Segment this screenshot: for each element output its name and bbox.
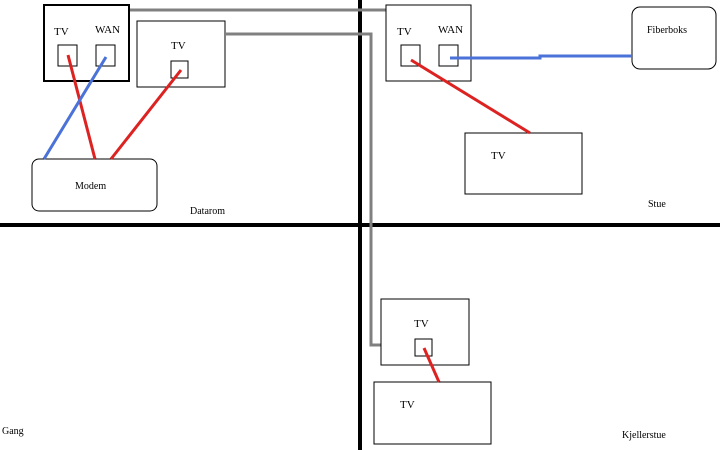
fiberboks-box xyxy=(631,6,717,70)
network-cable-wan-to-modem xyxy=(42,56,108,160)
room-label-kjellerstue: Kjellerstue xyxy=(622,430,666,441)
trunk-cable-to-kjeller xyxy=(226,32,381,347)
panel-stue-wan-port xyxy=(438,44,459,67)
tv-kjeller-label: TV xyxy=(400,399,415,411)
coax-cable-outlet-to-modem xyxy=(109,69,183,160)
tv-kjeller-box xyxy=(373,381,492,445)
tv-stue-box xyxy=(464,132,583,195)
coax-cable-stue-to-tv xyxy=(410,58,531,135)
panel-stue-box xyxy=(385,4,472,82)
panel-left-tv-label: TV xyxy=(54,26,69,38)
panel-stue-tv-port xyxy=(400,44,421,67)
wall-outlet-kjeller-tv-label: TV xyxy=(414,318,429,330)
panel-stue-wan-label: WAN xyxy=(438,24,464,36)
fiberboks-label: Fiberboks xyxy=(647,25,687,36)
room-label-datarom: Datarom xyxy=(190,206,225,217)
room-label-stue: Stue xyxy=(648,199,666,210)
room-label-gang: Gang xyxy=(2,426,24,437)
coax-cable-panel-to-modem xyxy=(66,54,97,160)
panel-left-wan-port xyxy=(95,44,116,67)
network-cable-wan-to-fiberboks xyxy=(450,54,632,60)
wall-outlet-datarom-tv-label: TV xyxy=(171,40,186,52)
wall-outlet-kjeller-port xyxy=(414,338,433,357)
panel-left-box xyxy=(43,4,130,82)
coax-cable-kjeller-to-tv xyxy=(422,347,441,383)
panel-stue-tv-label: TV xyxy=(397,26,412,38)
tv-stue-label: TV xyxy=(491,150,506,162)
panel-left-wan-label: WAN xyxy=(95,24,121,36)
modem-label: Modem xyxy=(75,181,107,192)
